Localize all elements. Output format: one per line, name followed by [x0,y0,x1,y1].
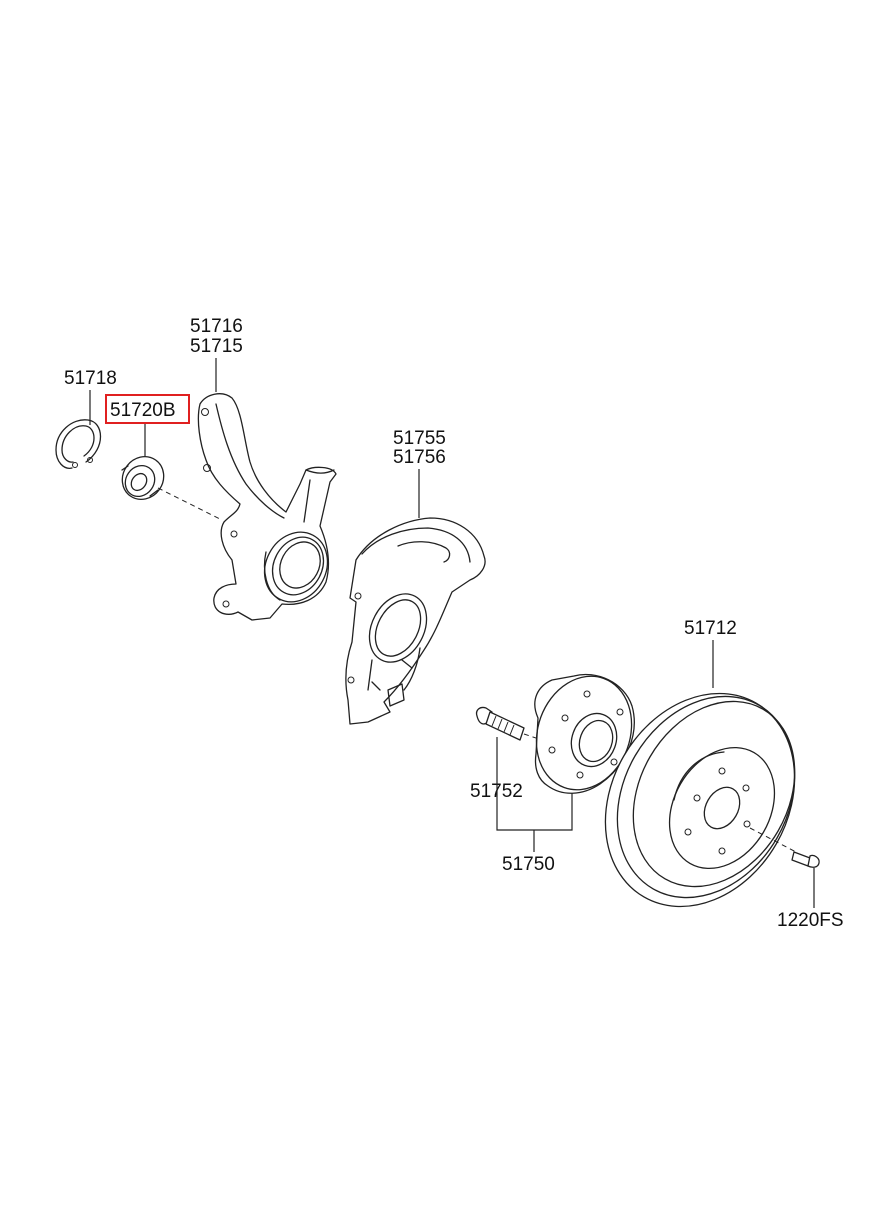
steering-knuckle [197,393,337,621]
label-51756[interactable]: 51756 [393,447,446,468]
label-1220fs[interactable]: 1220FS [777,910,844,931]
leader-lines [89,358,815,908]
wheel-bearing [121,455,223,521]
dust-shield [345,517,486,725]
snap-ring [55,419,101,469]
highlight-box [105,394,190,424]
wheel-hub [534,673,635,794]
brake-disc [604,692,797,908]
disc-screw [791,851,820,868]
label-51750[interactable]: 51750 [502,854,555,875]
label-51720b[interactable]: 51720B [110,400,176,421]
label-51718[interactable]: 51718 [64,368,117,389]
label-51712[interactable]: 51712 [684,618,737,639]
label-51715[interactable]: 51715 [190,336,243,357]
label-51716[interactable]: 51716 [190,316,243,337]
hub-bolt [475,706,543,741]
label-51755[interactable]: 51755 [393,428,446,449]
